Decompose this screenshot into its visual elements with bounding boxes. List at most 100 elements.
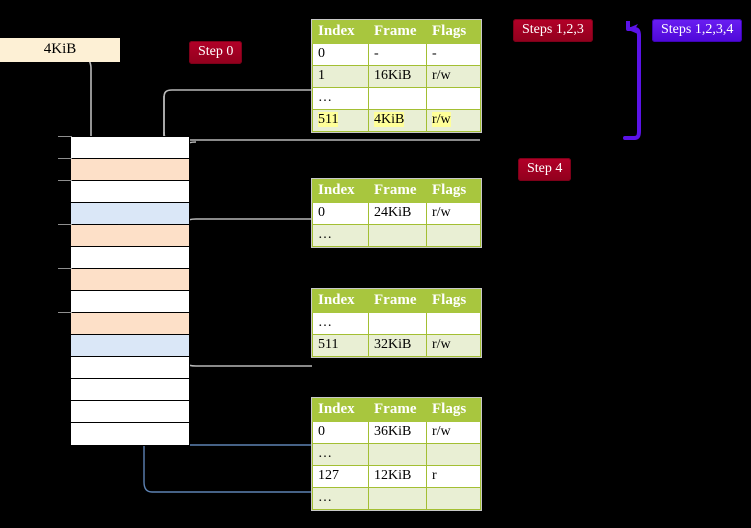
physical-memory-column — [70, 136, 190, 446]
virtual-address-label: 4KiB — [0, 38, 120, 62]
cell-frame: 24KiB — [374, 205, 412, 220]
table-row: 0 36KiB r/w — [312, 421, 481, 444]
memory-frame-4 — [71, 225, 189, 247]
table-cell-flags — [426, 487, 481, 510]
cell-flags: r/w — [432, 205, 451, 220]
table-row: … — [312, 87, 481, 110]
cell-frame: 4KiB — [374, 112, 405, 127]
table-cell-index: … — [312, 443, 369, 466]
memory-frame-11 — [71, 379, 189, 401]
memory-frame-0 — [71, 137, 189, 159]
table-cell-frame — [368, 443, 427, 466]
column-header-index: Index — [312, 398, 369, 422]
memory-frame-9 — [71, 335, 189, 357]
table-cell-flags — [426, 443, 481, 466]
steps-1234-badge: Steps 1,2,3,4 — [652, 19, 743, 42]
steps-123-badge: Steps 1,2,3 — [513, 19, 593, 42]
table-cell-index: 511 — [312, 334, 369, 357]
cell-index: … — [318, 490, 332, 505]
column-header-index: Index — [312, 289, 369, 313]
cell-frame: 32KiB — [374, 337, 412, 352]
table-cell-flags: - — [426, 43, 481, 66]
memory-frame-1 — [71, 159, 189, 181]
table-cell-flags — [426, 312, 481, 335]
cell-flags: r/w — [432, 337, 451, 352]
memory-frame-6 — [71, 269, 189, 291]
table-row: 0 24KiB r/w — [312, 202, 481, 225]
cell-index: … — [318, 227, 332, 242]
cell-flags: r/w — [432, 424, 451, 439]
memory-frame-7 — [71, 291, 189, 313]
table-cell-index: 0 — [312, 421, 369, 444]
table-row: 127 12KiB r — [312, 465, 481, 488]
table-cell-frame: 16KiB — [368, 65, 427, 88]
column-header-index: Index — [312, 20, 369, 44]
memory-frame-12 — [71, 401, 189, 423]
table-cell-frame: 12KiB — [368, 465, 427, 488]
column-header-frame: Frame — [368, 289, 427, 313]
table-cell-flags: r/w — [426, 202, 481, 225]
column-header-frame: Frame — [368, 20, 427, 44]
memory-tick — [58, 158, 72, 159]
column-header-flags: Flags — [426, 398, 481, 422]
column-header-flags: Flags — [426, 20, 481, 44]
cell-frame: 12KiB — [374, 468, 412, 483]
cell-flags: r/w — [432, 68, 451, 83]
memory-tick — [58, 268, 72, 269]
table-row: … — [312, 443, 481, 466]
column-header-frame: Frame — [368, 398, 427, 422]
table-cell-index: 0 — [312, 202, 369, 225]
table-cell-index: … — [312, 312, 369, 335]
cell-index: … — [318, 446, 332, 461]
memory-tick — [58, 312, 72, 313]
cell-flags: r — [432, 468, 437, 483]
table-cell-index: … — [312, 224, 369, 247]
table-row: … — [312, 312, 481, 335]
cell-index: 511 — [318, 337, 339, 352]
table-cell-frame: - — [368, 43, 427, 66]
table-cell-frame — [368, 312, 427, 335]
cell-index: 1 — [318, 68, 325, 83]
cell-frame: 36KiB — [374, 424, 412, 439]
memory-frame-10 — [71, 357, 189, 379]
table-cell-index: 1 — [312, 65, 369, 88]
table-cell-frame: 4KiB — [368, 109, 427, 132]
cell-index: 0 — [318, 46, 325, 61]
table-cell-flags: r — [426, 465, 481, 488]
table-cell-frame: 32KiB — [368, 334, 427, 357]
cell-flags: - — [432, 46, 437, 61]
table-cell-flags: r/w — [426, 109, 481, 132]
cell-index: 127 — [318, 468, 339, 483]
table-cell-flags: r/w — [426, 334, 481, 357]
table-cell-flags: r/w — [426, 65, 481, 88]
table-row: 1 16KiB r/w — [312, 65, 481, 88]
cell-index: … — [318, 90, 332, 105]
table-cell-index: … — [312, 487, 369, 510]
column-header-index: Index — [312, 179, 369, 203]
memory-tick — [58, 180, 72, 181]
memory-frame-13 — [71, 423, 189, 445]
cell-index: … — [318, 315, 332, 330]
table-cell-index: 0 — [312, 43, 369, 66]
step-4-badge: Step 4 — [518, 158, 572, 181]
cell-frame: 16KiB — [374, 68, 412, 83]
table-cell-frame: 24KiB — [368, 202, 427, 225]
table-cell-frame — [368, 224, 427, 247]
memory-frame-8 — [71, 313, 189, 335]
memory-tick — [58, 136, 72, 137]
memory-frame-3 — [71, 203, 189, 225]
table-cell-frame — [368, 487, 427, 510]
table-cell-frame: 36KiB — [368, 421, 427, 444]
table-cell-frame — [368, 87, 427, 110]
table-cell-flags — [426, 224, 481, 247]
